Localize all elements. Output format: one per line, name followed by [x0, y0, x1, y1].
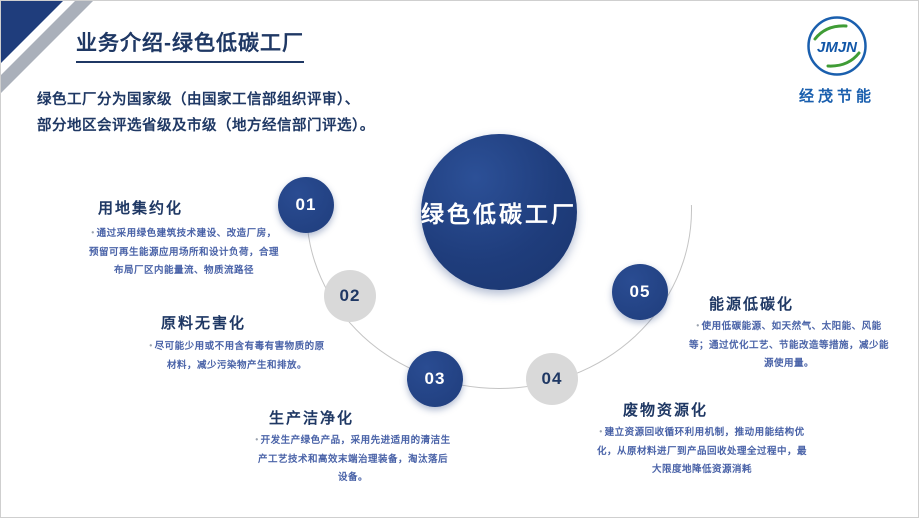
item-title-harmless-materials: 原料无害化	[161, 315, 247, 332]
item-desc-text: 使用低碳能源、如天然气、太阳能、风能等；通过优化工艺、节能改造等措施，减少能源使…	[688, 321, 889, 370]
center-circle: 绿色低碳工厂	[421, 134, 577, 290]
item-desc-land-intensive: •通过采用绿色建筑技术建设、改造厂房，预留可再生能源应用场所和设计负荷，合理布局…	[87, 225, 281, 281]
bullet-icon: •	[91, 228, 95, 237]
step-circle-01: 01	[278, 177, 334, 233]
corner-gray-stripe	[1, 1, 93, 93]
item-title-low-carbon-energy: 能源低碳化	[709, 296, 795, 313]
item-desc-text: 建立资源回收循环利用机制，推动用能结构优化，从原材料进厂到产品回收处理全过程中，…	[597, 427, 808, 476]
company-logo: JMJN 经茂节能	[782, 15, 892, 106]
item-desc-harmless-materials: •尽可能少用或不用含有毒有害物质的原材料，减少污染物产生和排放。	[145, 338, 329, 375]
bullet-icon: •	[255, 435, 259, 444]
company-name: 经茂节能	[798, 88, 875, 105]
logo-emblem-icon: JMJN	[807, 16, 867, 76]
logo-leaf-top-icon	[813, 24, 848, 41]
intro-line-1: 绿色工厂分为国家级（由国家工信部组织评审）、	[37, 92, 360, 108]
page-title: 业务介绍-绿色低碳工厂	[76, 27, 304, 63]
bullet-icon: •	[149, 341, 153, 350]
step-circle-03: 03	[407, 351, 463, 407]
item-desc-text: 尽可能少用或不用含有毒有害物质的原材料，减少污染物产生和排放。	[154, 341, 325, 371]
step-circle-02: 02	[324, 270, 376, 322]
item-desc-waste-recycling: •建立资源回收循环利用机制，推动用能结构优化，从原材料进厂到产品回收处理全过程中…	[597, 424, 807, 480]
item-title-land-intensive: 用地集约化	[98, 200, 184, 217]
item-desc-text: 开发生产绿色产品，采用先进适用的清洁生产工艺技术和高效末端治理装备，淘汰落后设备…	[257, 435, 451, 484]
logo-monogram: JMJN	[817, 39, 858, 56]
item-title-clean-production: 生产洁净化	[269, 410, 355, 427]
diagram-arc-clip	[1, 205, 918, 405]
intro-text: 绿色工厂分为国家级（由国家工信部组织评审）、 部分地区会评选省级及市级（地方经信…	[37, 87, 375, 139]
step-circle-04: 04	[526, 353, 578, 405]
logo-leaf-bottom-icon	[826, 51, 861, 68]
intro-line-2: 部分地区会评选省级及市级（地方经信部门评选）。	[37, 118, 375, 135]
corner-navy-triangle	[1, 1, 63, 63]
item-desc-text: 通过采用绿色建筑技术建设、改造厂房，预留可再生能源应用场所和设计负荷，合理布局厂…	[88, 228, 279, 277]
step-circle-05: 05	[612, 264, 668, 320]
corner-decoration	[1, 1, 93, 93]
item-desc-low-carbon-energy: •使用低碳能源、如天然气、太阳能、风能等；通过优化工艺、节能改造等措施，减少能源…	[687, 318, 891, 374]
bullet-icon: •	[599, 427, 603, 436]
item-desc-clean-production: •开发生产绿色产品，采用先进适用的清洁生产工艺技术和高效末端治理装备，淘汰落后设…	[254, 432, 452, 488]
bullet-icon: •	[696, 321, 700, 330]
item-title-waste-recycling: 废物资源化	[623, 402, 709, 419]
